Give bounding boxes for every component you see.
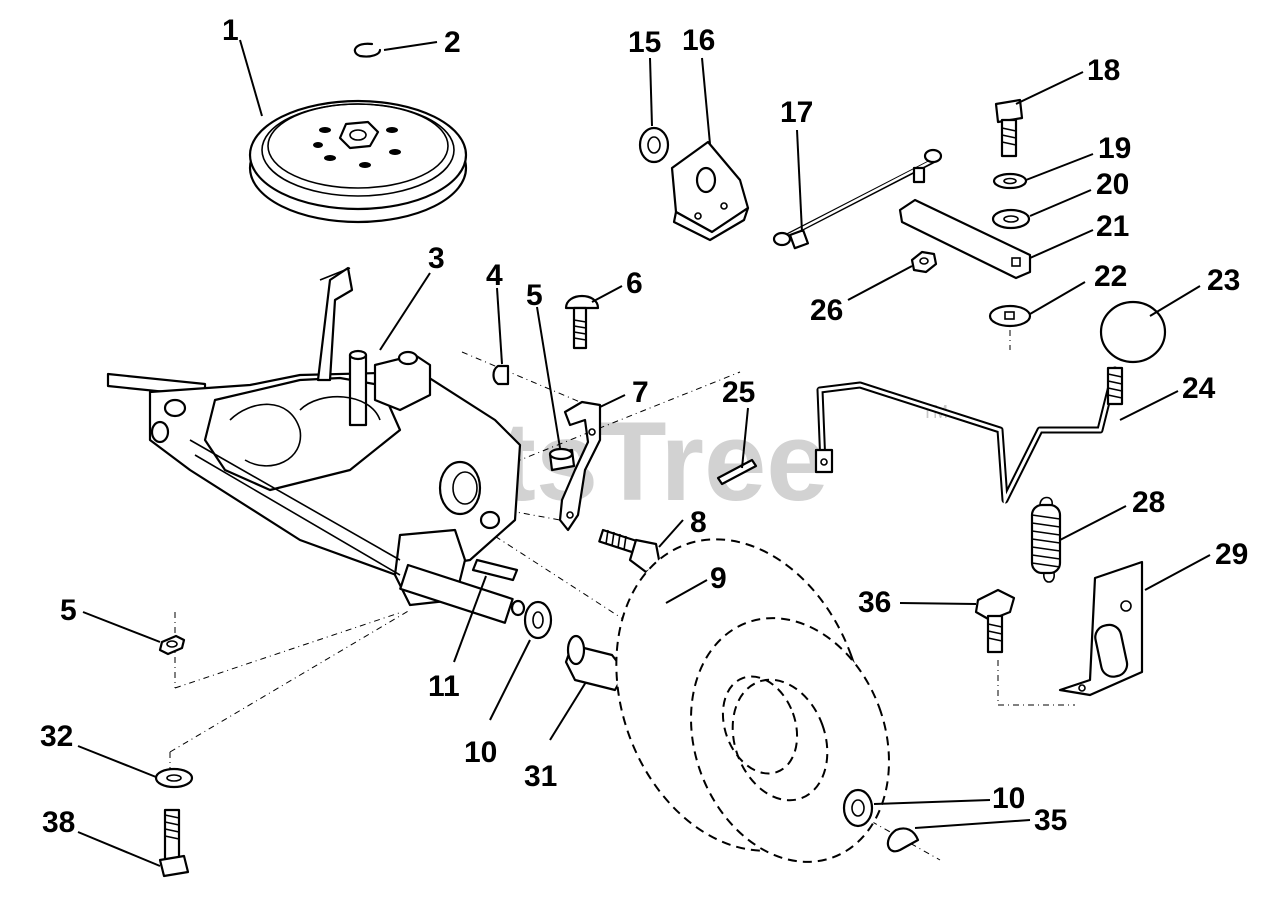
cotter-pin [716,458,758,486]
nut-26 [910,250,938,274]
washer-left [523,600,553,640]
hex-bolt [598,528,662,574]
washer-right [842,788,874,828]
bolt-36 [974,588,1016,654]
square-washer [988,304,1032,328]
callout-35: 35 [1034,804,1067,837]
callout-28: 28 [1132,486,1165,519]
callout-8: 8 [690,506,707,539]
callout-1: 1 [222,14,239,47]
callout-25: 25 [722,376,755,409]
callout-18: 18 [1087,54,1120,87]
callout-16: 16 [682,24,715,57]
bolt-38 [158,808,190,878]
callout-15: 15 [628,26,661,59]
callout-32: 32 [40,720,73,753]
callout-29: 29 [1215,538,1248,571]
callout-19: 19 [1098,132,1131,165]
washer-15 [638,126,670,164]
callout-3: 3 [428,242,445,275]
callout-10-left: 10 [464,736,497,769]
callout-6: 6 [626,267,643,300]
callout-36: 36 [858,586,891,619]
pivot-bracket [670,140,750,242]
flat-washer [991,208,1031,230]
spacer [564,634,627,692]
lock-washer [992,172,1028,190]
hex-nut-upper [548,447,576,472]
retaining-clip [886,827,920,853]
key [492,364,510,386]
callout-20: 20 [1096,168,1129,201]
callout-17: 17 [780,96,813,129]
callout-38: 38 [42,806,75,839]
mounting-bracket [1058,560,1144,697]
callout-22: 22 [1094,260,1127,293]
callout-5-upper: 5 [526,279,543,312]
callouts: 1 2 3 4 5 5 6 7 8 9 10 10 11 15 16 17 18… [40,14,1248,839]
e-clip [353,42,382,58]
callout-26: 26 [810,294,843,327]
callout-9: 9 [710,562,727,595]
return-spring [1030,496,1062,583]
link-plate [898,198,1032,280]
callout-2: 2 [444,26,461,59]
callout-7: 7 [632,376,649,409]
callout-4: 4 [486,259,503,292]
callout-11: 11 [428,670,460,703]
washer-32 [154,767,194,789]
leader-lines [77,39,1211,867]
carriage-bolt [564,294,600,350]
shift-lever [814,366,1124,506]
hex-nut-lower [158,634,186,656]
transaxle [106,266,526,624]
shift-knob [1099,300,1167,364]
shift-bracket [558,400,602,532]
callout-24: 24 [1182,372,1216,405]
callout-23: 23 [1207,264,1240,297]
callout-21: 21 [1096,210,1129,243]
pulley [248,99,468,224]
callout-31: 31 [524,760,557,793]
callout-5-lower: 5 [60,594,77,627]
shift-rod [772,148,943,250]
rear-tire [615,538,890,863]
square-key [471,558,519,582]
bolt-18 [994,98,1024,158]
callout-10-right: 10 [992,782,1025,815]
